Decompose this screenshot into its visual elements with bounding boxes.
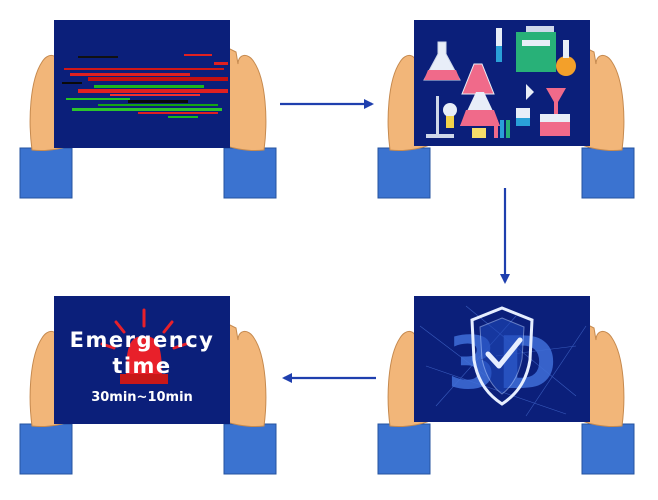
- left-sleeve: [19, 423, 73, 475]
- left-sleeve: [19, 147, 73, 199]
- alarm-light-icon: [100, 308, 188, 384]
- screen: [54, 20, 230, 148]
- left-sleeve: [377, 423, 431, 475]
- data-bars-graphic: [62, 54, 228, 118]
- emergency-title-line2: time: [112, 354, 172, 378]
- shield-check-icon: [470, 306, 534, 406]
- right-sleeve: [581, 423, 635, 475]
- emergency-duration: 30min~10min: [91, 390, 193, 405]
- panel-security-screen: 3D: [376, 286, 640, 478]
- right-sleeve: [223, 423, 277, 475]
- panel-emergency-screen: Emergency time 30min~10min: [18, 286, 280, 478]
- panel-data-screen: [18, 10, 280, 202]
- right-sleeve: [223, 147, 277, 199]
- panel-laboratory-screen: [376, 10, 640, 202]
- lab-glassware-graphic: [423, 26, 576, 138]
- emergency-title-line1: Emergency: [69, 328, 215, 352]
